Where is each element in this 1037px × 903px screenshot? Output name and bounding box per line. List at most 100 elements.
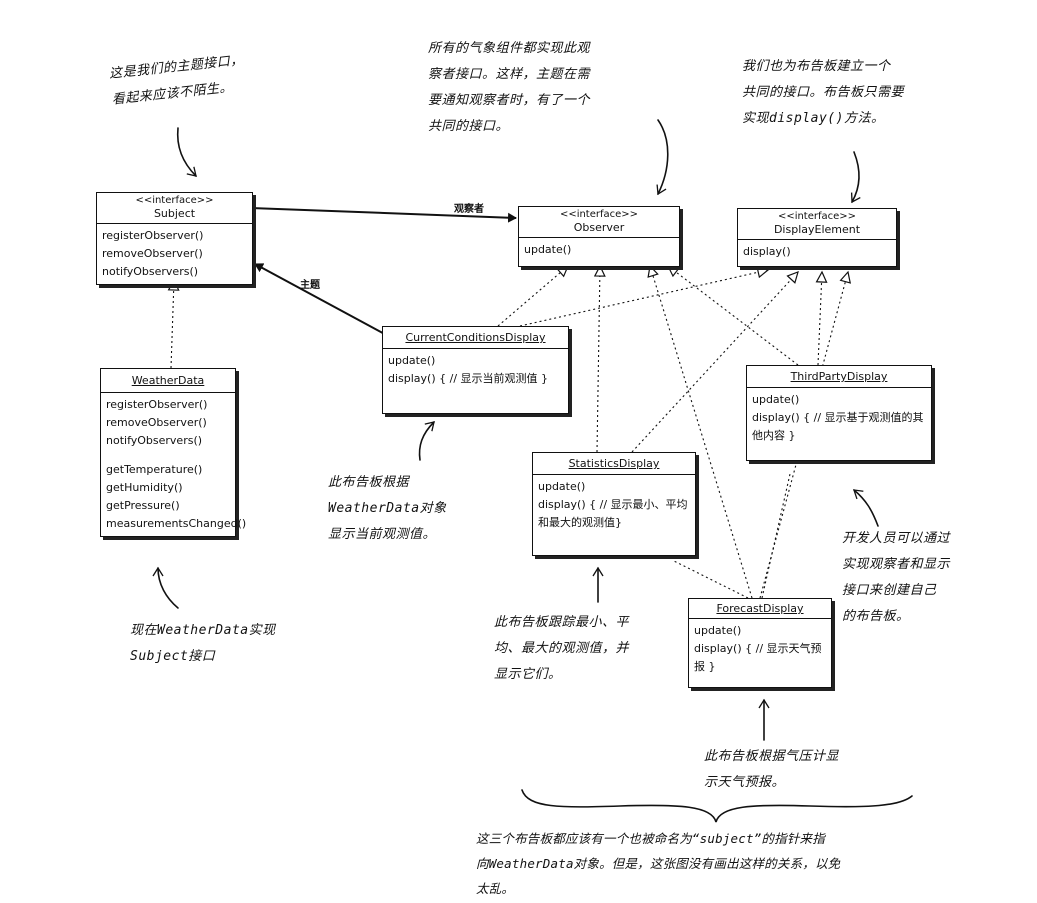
display-element-class[interactable]: <<interface>> DisplayElement display() (737, 208, 897, 267)
observer-name: Observer (573, 221, 625, 234)
note-line: 此布告板根据 (328, 475, 410, 490)
display-note: 我们也为布告板建立一个 共同的接口。布告板只需要 实现display()方法。 (742, 54, 904, 132)
subject-stereotype: <<interface>> (135, 195, 214, 206)
note-line: 均、最大的观测值，并 (494, 641, 630, 656)
observers-label: 观察者 (454, 204, 484, 215)
method: removeObserver() (102, 247, 203, 260)
bottom-brace (521, 789, 913, 823)
weather-note-pointer (152, 566, 179, 609)
current-implements-display (519, 266, 770, 327)
weather-data-methods: registerObserver() removeObserver() noti… (101, 393, 235, 458)
note-line: 这三个布告板都应该有一个也被命名为“subject”的指针来指 (476, 831, 825, 846)
forecast-note: 此布告板根据气压计显 示天气预报。 (704, 744, 839, 796)
observer-note-pointer (656, 119, 669, 196)
note-line: 接口来创建自己 (842, 583, 937, 598)
display-note-pointer (850, 151, 861, 204)
subject-note-pointer (176, 127, 197, 177)
method: update() (752, 393, 800, 406)
note-line: 共同的接口。布告板只需要 (742, 85, 905, 100)
third-implements-display (815, 270, 828, 366)
method: measurementsChanged() (106, 517, 247, 530)
current-implements-observer (497, 265, 570, 327)
current-note: 此布告板根据 WeatherData对象 显示当前观测值。 (328, 470, 447, 548)
third-party-header: ThirdPartyDisplay (747, 366, 931, 388)
method: removeObserver() (106, 416, 207, 429)
method: registerObserver() (106, 398, 208, 411)
weather-data-name: WeatherData (131, 374, 205, 387)
note-line: 实现display()方法。 (742, 111, 885, 126)
weather-data-methods-extra: getTemperature() getHumidity() getPressu… (101, 458, 247, 536)
weather-data-header: WeatherData (101, 369, 235, 393)
third-note-pointer (853, 489, 879, 527)
statistics-methods: update() display() { // 显示最小、平均和最大的观测值} (533, 475, 695, 555)
forecast-name: ForecastDisplay (716, 602, 804, 615)
third-party-methods: update() display() { // 显示基于观测值的其他内容 } (747, 388, 931, 460)
method: update() (538, 480, 586, 493)
method: update() (388, 354, 436, 367)
note-line: 的布告板。 (842, 609, 910, 624)
observer-stereotype: <<interface>> (559, 209, 639, 220)
note-line: WeatherData对象 (328, 501, 447, 516)
forecast-to-third (761, 473, 791, 599)
stats-implements-observer (593, 264, 606, 453)
observers-association (251, 207, 517, 223)
method: notifyObservers() (102, 265, 199, 278)
statistics-header: StatisticsDisplay (533, 453, 695, 475)
note-line: 我们也为布告板建立一个 (742, 59, 891, 74)
display-element-stereotype: <<interface>> (777, 211, 857, 222)
note-line: 现在WeatherData实现 (130, 623, 276, 638)
display-element-header: <<interface>> DisplayElement (738, 209, 896, 240)
method: display() { // 显示天气预报 } (694, 642, 822, 673)
note-line: 要通知观察者时，有了一个 (428, 93, 591, 108)
statistics-class[interactable]: StatisticsDisplay update() display() { /… (532, 452, 696, 556)
method: display() { // 显示当前观测值 } (388, 372, 549, 385)
observer-note: 所有的气象组件都实现此观 察者接口。这样，主题在需 要通知观察者时，有了一个 共… (428, 36, 590, 140)
subject-class[interactable]: <<interface>> Subject registerObserver()… (96, 192, 253, 285)
note-line: 此布告板根据气压计显 (704, 749, 840, 764)
note-line: 太乱。 (476, 881, 515, 896)
subject-methods: registerObserver() removeObserver() noti… (97, 224, 252, 284)
method: getPressure() (106, 499, 180, 512)
current-conditions-methods: update() display() { // 显示当前观测值 } (383, 349, 568, 413)
third-note: 开发人员可以通过 实现观察者和显示 接口来创建自己 的布告板。 (842, 526, 950, 630)
third-implements-observer (666, 265, 799, 366)
method: update() (694, 624, 742, 637)
observer-methods: update() (519, 238, 679, 266)
method: display() { // 显示基于观测值的其他内容 } (752, 411, 924, 442)
stats-note: 此布告板跟踪最小、平 均、最大的观测值，并 显示它们。 (494, 610, 629, 688)
observer-class[interactable]: <<interface>> Observer update() (518, 206, 680, 267)
method: update() (524, 243, 572, 256)
weather-data-class[interactable]: WeatherData registerObserver() removeObs… (100, 368, 247, 537)
third-party-class[interactable]: ThirdPartyDisplay update() display() { /… (746, 365, 932, 461)
note-line: 实现观察者和显示 (842, 557, 951, 572)
note-line: 显示当前观测值。 (328, 527, 437, 542)
current-conditions-name: CurrentConditionsDisplay (405, 331, 546, 344)
observer-header: <<interface>> Observer (519, 207, 679, 238)
method: display() { // 显示最小、平均和最大的观测值} (538, 498, 688, 529)
subject-name: Subject (153, 207, 196, 220)
subject-association (254, 263, 393, 339)
display-element-methods: display() (738, 240, 896, 266)
note-line: 示天气预报。 (704, 775, 786, 790)
note-line: 共同的接口。 (428, 119, 510, 134)
note-line: 显示它们。 (494, 667, 562, 682)
note-line: 此布告板跟踪最小、平 (494, 615, 630, 630)
forecast-header: ForecastDisplay (689, 599, 831, 619)
forecast-class[interactable]: ForecastDisplay update() display() { // … (688, 598, 832, 688)
method: notifyObservers() (106, 434, 203, 447)
subject-label: 主题 (300, 280, 320, 291)
method: display() (743, 245, 791, 258)
method: getHumidity() (106, 481, 183, 494)
current-conditions-class[interactable]: CurrentConditionsDisplay update() displa… (382, 326, 569, 414)
stats-implements-display (631, 271, 799, 453)
statistics-name: StatisticsDisplay (568, 457, 660, 470)
note-line: 所有的气象组件都实现此观 (428, 41, 591, 56)
note-line: 开发人员可以通过 (842, 531, 951, 546)
note-line: 向WeatherData对象。但是，这张图没有画出这样的关系，以免 (476, 856, 841, 871)
current-conditions-header: CurrentConditionsDisplay (383, 327, 568, 349)
method: getTemperature() (106, 463, 203, 476)
bottom-note: 这三个布告板都应该有一个也被命名为“subject”的指针来指 向Weather… (476, 826, 840, 901)
third-party-name: ThirdPartyDisplay (790, 370, 888, 383)
